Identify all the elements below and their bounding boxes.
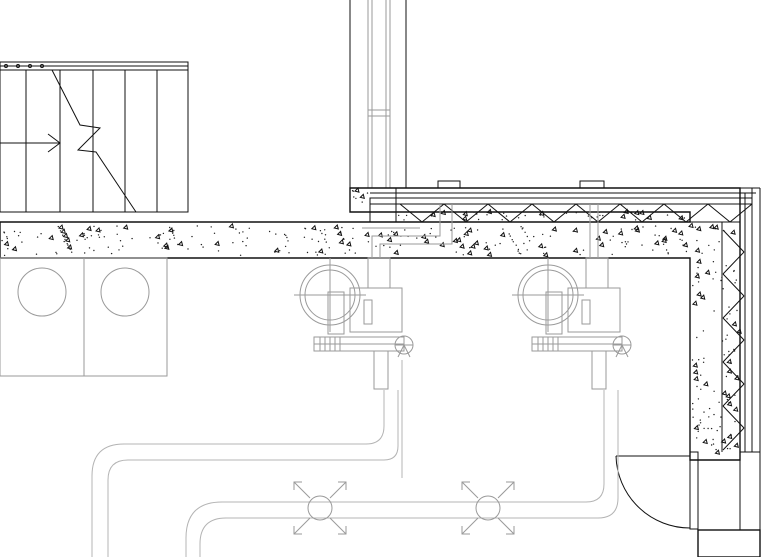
stair-arrow-icon: [47, 133, 61, 153]
stair-group: [0, 61, 189, 213]
laundry-units: [0, 257, 168, 377]
stair-outline: [0, 61, 189, 213]
boiler-unit-icon-2: [512, 257, 632, 390]
four-way-arrow-icon-2: [461, 481, 515, 535]
door-group: [615, 451, 761, 557]
dryer-circle-icon: [100, 267, 150, 317]
stair-treads: [25, 70, 158, 212]
boiler-unit-icon-1: [294, 257, 414, 390]
insulation-hatch: [399, 203, 753, 452]
wall-cap-1: [437, 180, 461, 189]
valve-group: [293, 481, 515, 535]
concrete-hatch: [1, 187, 742, 455]
vertical-duct: [349, 0, 407, 188]
door-swing-icon: [615, 455, 691, 529]
stair-rail-dots: [4, 64, 44, 68]
boiler-units: [294, 257, 632, 390]
dryer-cabinet: [83, 257, 168, 377]
wall-cap-2: [579, 180, 605, 189]
stair-break-icon: [51, 69, 137, 213]
flue-lines: [362, 204, 599, 258]
four-way-arrow-icon-1: [293, 481, 347, 535]
washer-circle-icon: [17, 267, 67, 317]
washer-cabinet: [0, 257, 85, 377]
door-jamb: [689, 451, 699, 530]
heating-pipes: [91, 360, 619, 557]
